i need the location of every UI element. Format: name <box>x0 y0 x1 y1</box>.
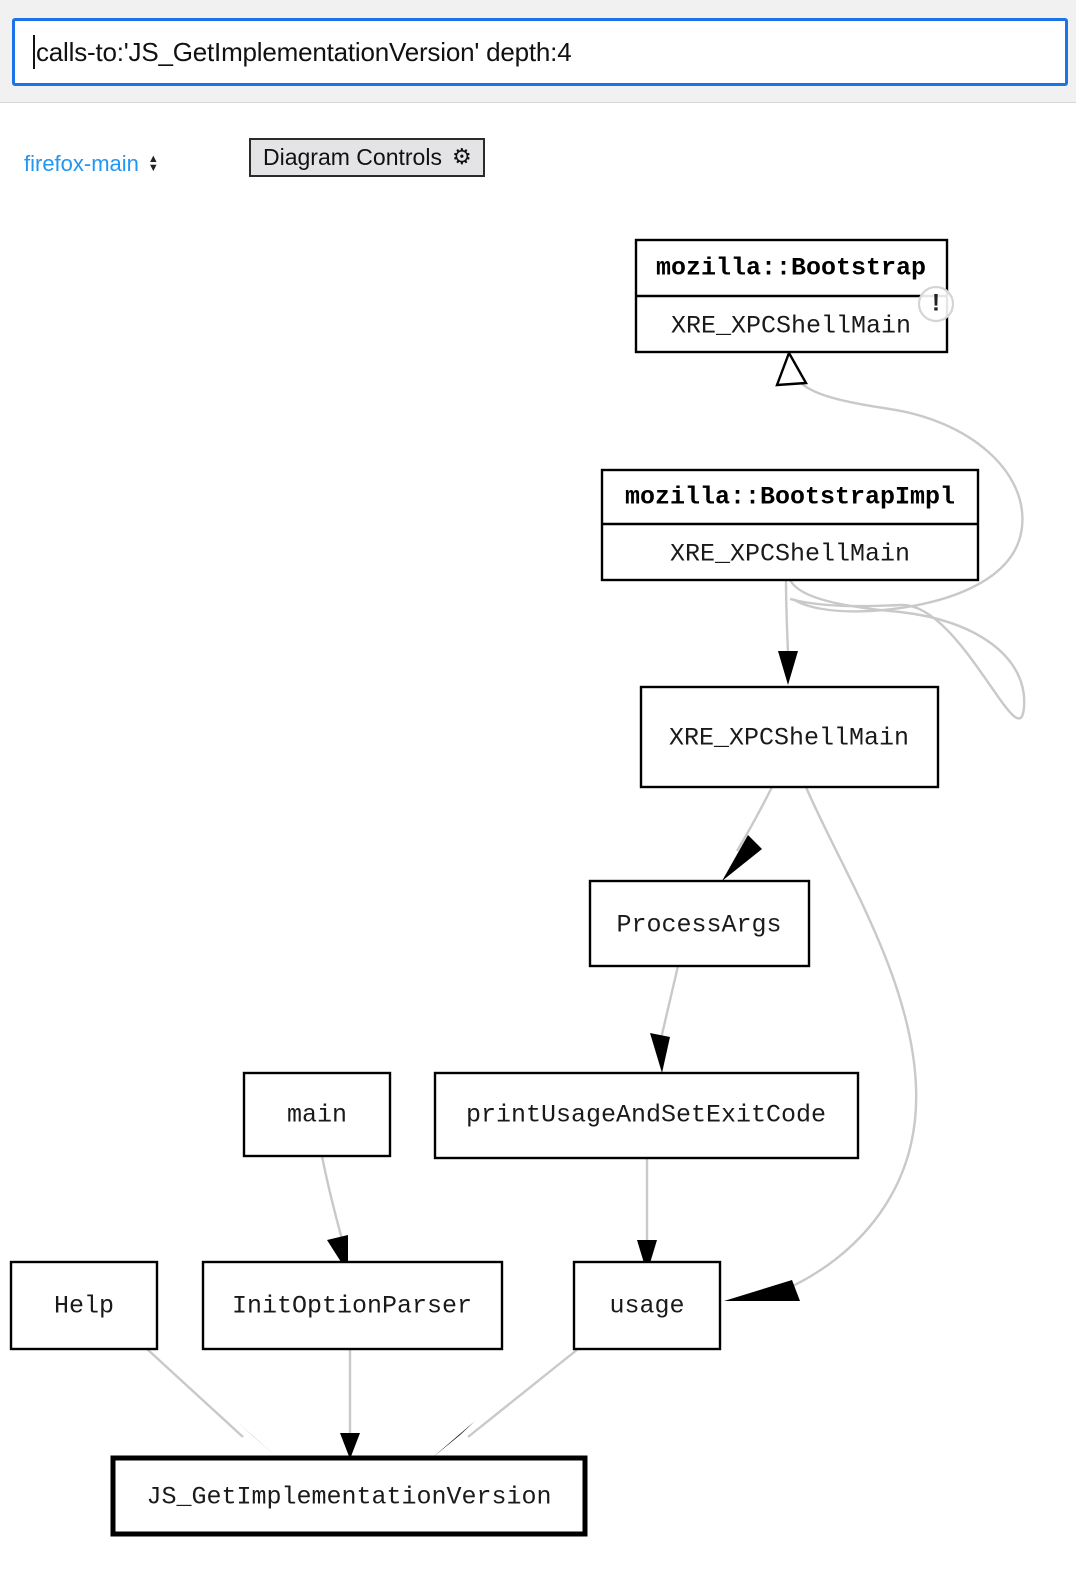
edge-bootstrapimpl-to-bootstrap-body <box>791 371 1024 613</box>
node-method-name: XRE_XPCShellMain <box>671 312 911 341</box>
up-down-arrows-icon[interactable]: ▲ ▼ <box>147 153 159 174</box>
node-mozilla-bootstrap[interactable]: mozilla::Bootstrap XRE_XPCShellMain ! <box>634 238 955 354</box>
node-label: ProcessArgs <box>616 911 781 940</box>
text-caret <box>33 35 35 69</box>
arrowhead-usage-right <box>724 1280 800 1301</box>
arrowhead-root-right <box>432 1421 475 1458</box>
node-processargs[interactable]: ProcessArgs <box>588 879 811 968</box>
arrowhead-root-center <box>340 1433 360 1459</box>
edge-bootstrapimpl-to-xre <box>784 579 790 654</box>
warning-badge-label: ! <box>932 289 940 316</box>
node-method-name: XRE_XPCShellMain <box>670 540 910 569</box>
node-label: usage <box>609 1292 684 1321</box>
tree-selector[interactable]: firefox-main ▲ ▼ <box>24 151 159 177</box>
node-label: InitOptionParser <box>232 1292 472 1321</box>
arrowhead-root-left <box>236 1421 278 1458</box>
gear-icon: ⚙ <box>451 143 472 169</box>
edge-processargs-to-printusage <box>658 965 680 1044</box>
diagram-controls-button[interactable]: Diagram Controls ⚙ <box>249 138 485 177</box>
edge-bootstrapimpl-to-bootstrap <box>788 579 1026 720</box>
edge-layer <box>146 350 1026 1459</box>
edge-xre-to-processargs <box>735 786 774 852</box>
node-js-getimplementationversion[interactable]: JS_GetImplementationVersion <box>110 1455 588 1537</box>
arrowhead-usage-top <box>637 1240 657 1273</box>
node-printusageandsetexitcode[interactable]: printUsageAndSetExitCode <box>433 1071 860 1160</box>
node-help[interactable]: Help <box>9 1260 159 1351</box>
node-label: XRE_XPCShellMain <box>669 724 909 753</box>
diagram-controls-label: Diagram Controls <box>263 144 442 170</box>
node-class-name: mozilla::BootstrapImpl <box>625 483 955 512</box>
edge-usage-to-root <box>467 1348 579 1438</box>
tree-selector-label: firefox-main <box>24 151 139 176</box>
toolbar: firefox-main ▲ ▼ Diagram Controls ⚙ <box>0 103 1076 187</box>
node-mozilla-bootstrapimpl[interactable]: mozilla::BootstrapImpl XRE_XPCShellMain <box>600 468 980 582</box>
node-usage[interactable]: usage <box>572 1260 722 1351</box>
arrowhead-hollow-inheritance <box>775 350 808 387</box>
call-graph-diagram[interactable]: mozilla::Bootstrap XRE_XPCShellMain ! mo… <box>0 187 1076 1584</box>
node-label: JS_GetImplementationVersion <box>146 1483 551 1512</box>
warning-badge-icon[interactable] <box>917 285 955 323</box>
arrowhead-xre <box>778 651 798 685</box>
node-xre-xpcshellmain[interactable]: XRE_XPCShellMain <box>639 685 940 789</box>
edge-main-to-initoption <box>320 1155 346 1248</box>
search-input[interactable] <box>35 32 1065 72</box>
node-label: main <box>287 1101 347 1130</box>
node-class-name: mozilla::Bootstrap <box>656 254 926 283</box>
node-main[interactable]: main <box>242 1071 392 1158</box>
header-bar <box>0 0 1076 103</box>
edge-help-to-root <box>146 1348 244 1438</box>
node-label: Help <box>54 1292 114 1321</box>
search-bar[interactable] <box>12 18 1068 86</box>
arrowhead-processargs <box>722 835 762 881</box>
arrowhead-printusage <box>650 1033 670 1073</box>
edge-xre-to-usage <box>779 786 918 1294</box>
node-label: printUsageAndSetExitCode <box>466 1101 826 1130</box>
node-initoptionparser[interactable]: InitOptionParser <box>201 1260 504 1351</box>
